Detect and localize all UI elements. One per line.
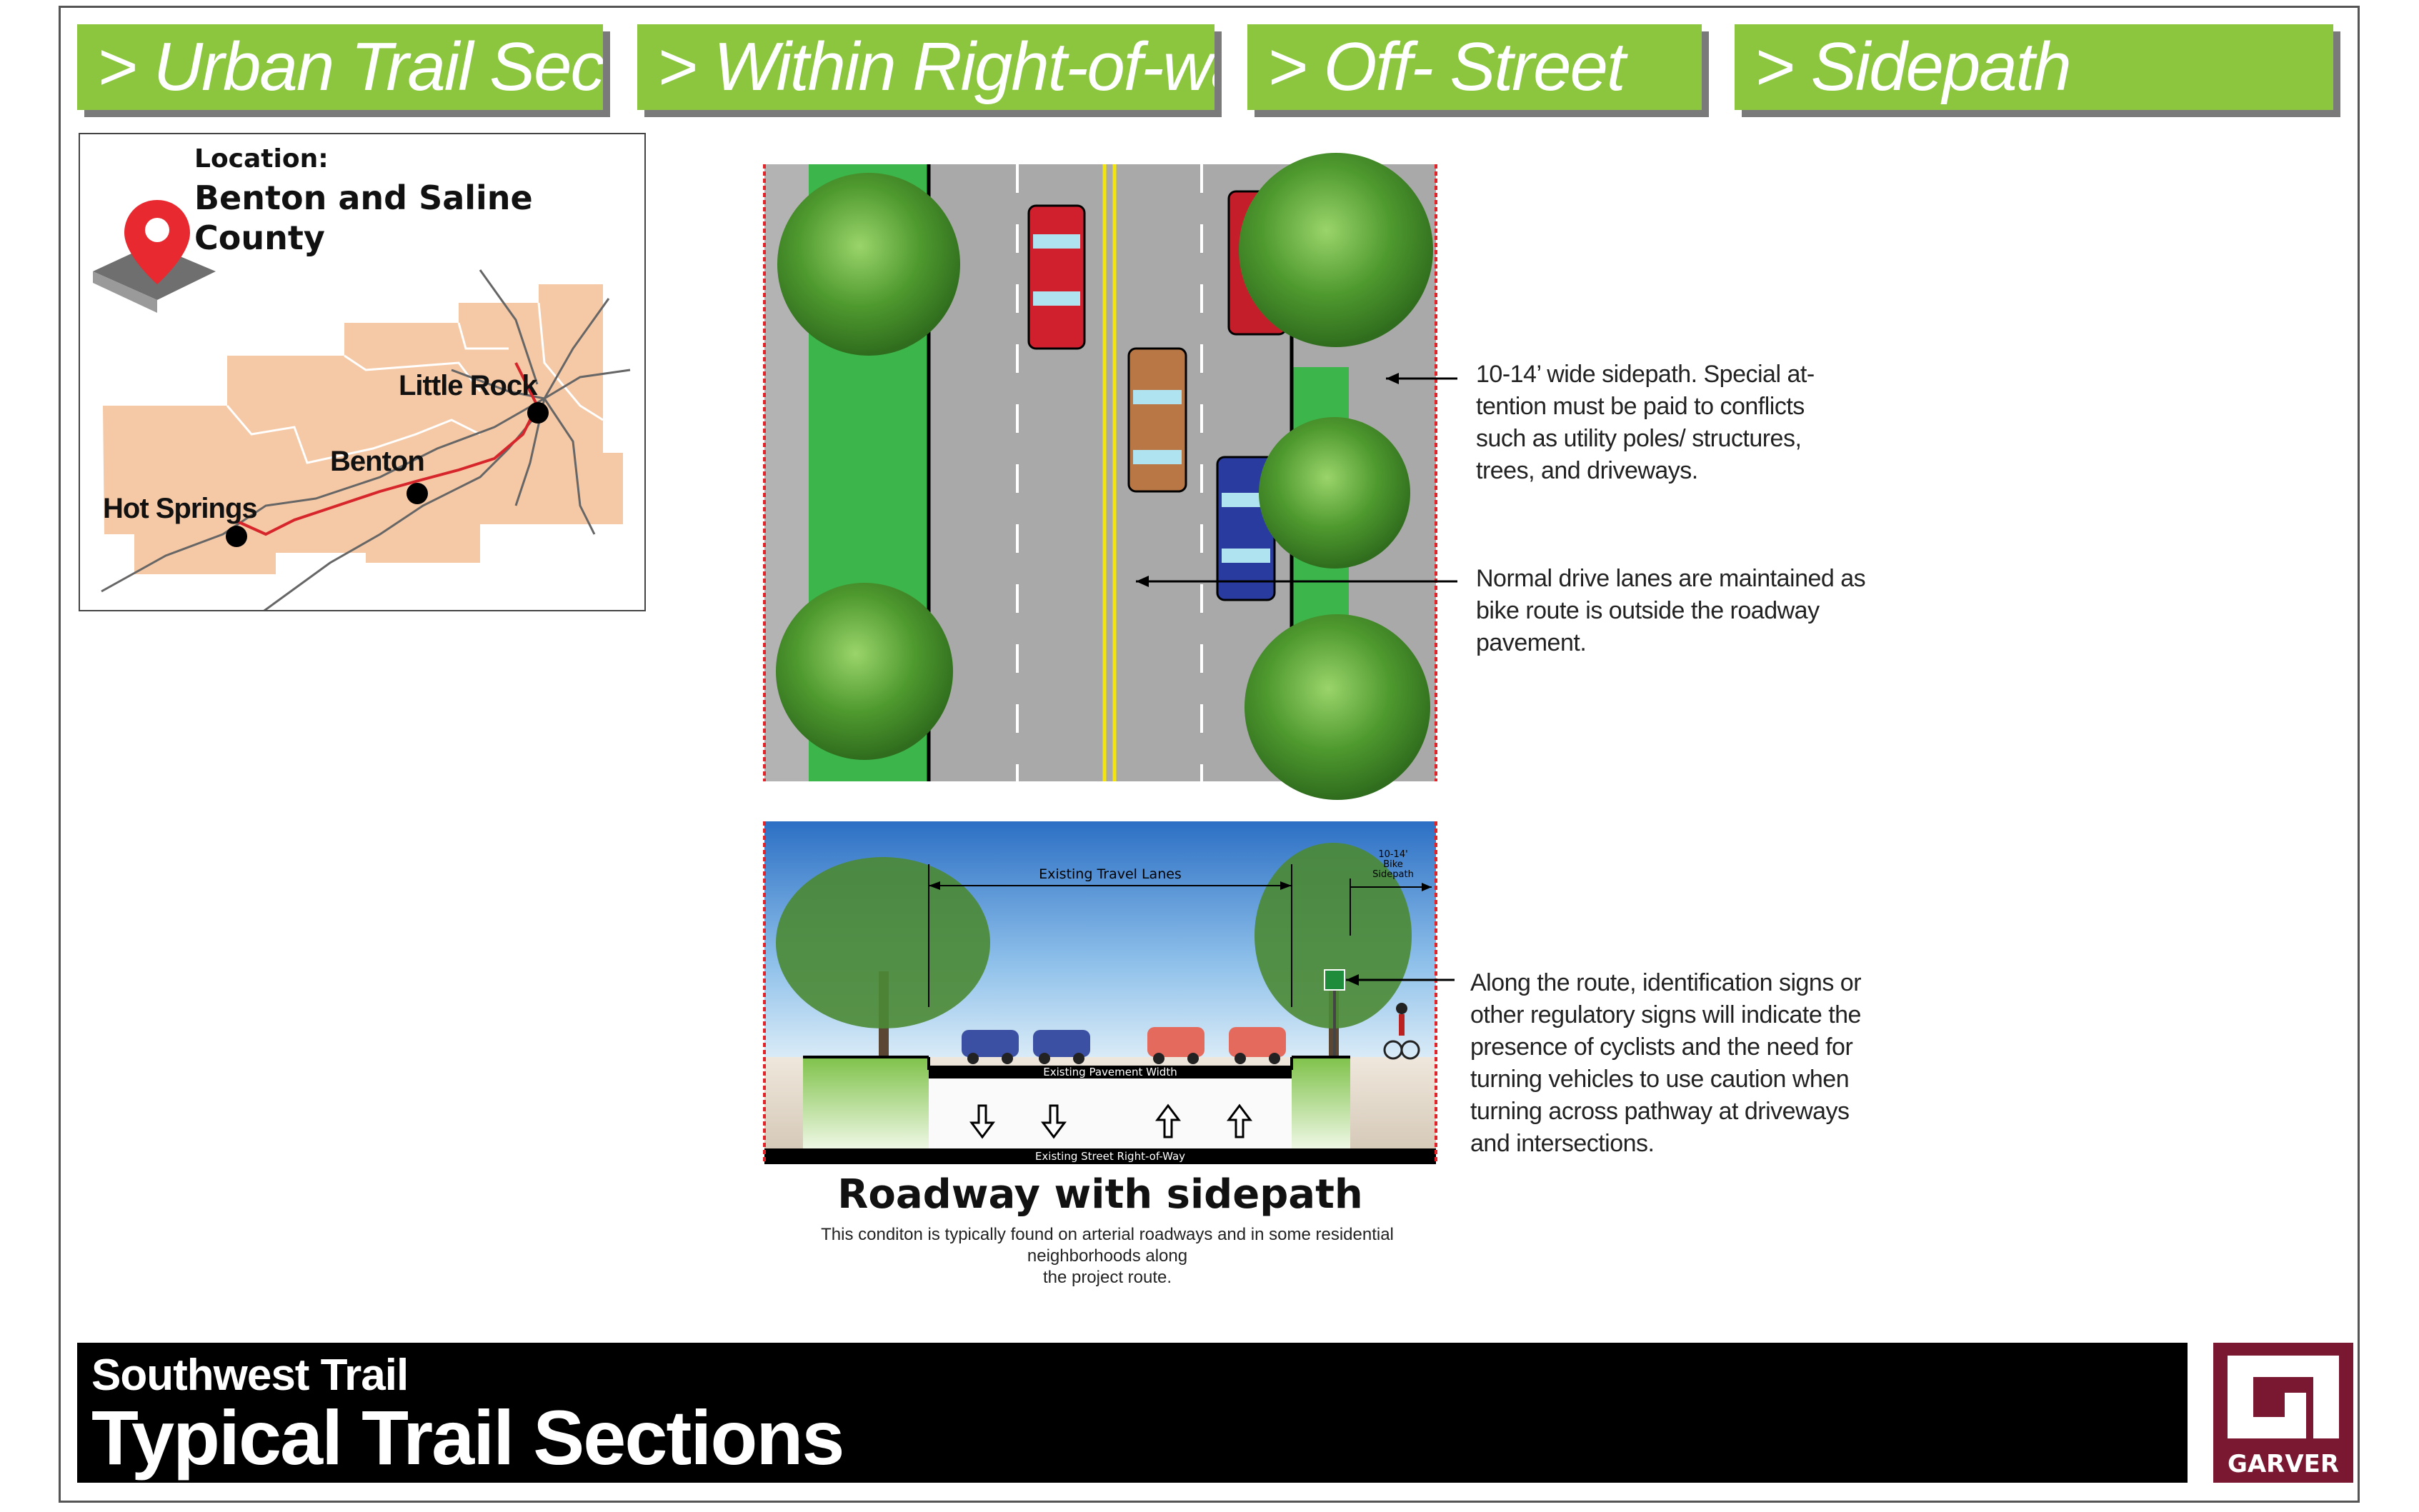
note-line: such as utility poles/ structures, [1476,425,1802,452]
location-label: Location: [194,144,329,174]
garver-logo: GARVER [2213,1343,2353,1483]
arrow-up-icon [1155,1103,1181,1138]
tab-urban-trail-section[interactable]: > Urban Trail Section [77,24,603,110]
note-sidepath: 10-14’ wide sidepath. Special at- tentio… [1476,359,1815,487]
xs-tree-left [776,857,990,1064]
note-line: and intersections. [1470,1130,1655,1157]
bike-route-sign-icon [1324,969,1345,1057]
note-drive-lanes: Normal drive lanes are maintained as bik… [1476,563,1866,659]
plan-view-diagram [763,153,1457,800]
hot-springs-marker [226,526,247,547]
xs-label-sidepath-2: Bike [1383,859,1403,870]
xs-row-bar [764,1148,1436,1164]
xs-berm-left [803,1057,929,1148]
little-rock-marker [527,402,549,424]
callout-arrow-signs [1346,974,1455,986]
xs-label-pavement-width: Existing Pavement Width [1043,1066,1177,1078]
tree-icon [777,173,960,356]
section-title: Roadway with sidepath [837,1171,1363,1218]
xs-car [1033,1030,1090,1064]
car-brown [1127,347,1187,493]
tree-icon [1259,417,1410,569]
tab-within-right-of-way[interactable]: > Within Right-of-way [637,24,1215,110]
note-line: presence of cyclists and the need for [1470,1033,1853,1061]
section-description: This conditon is typically found on arte… [793,1224,1422,1288]
note-line: tention must be paid to conflicts [1476,393,1805,420]
city-hot-springs: Hot Springs [103,493,258,524]
note-line: 10-14’ wide sidepath. Special at- [1476,361,1815,388]
xs-car [962,1030,1019,1064]
tab-sidepath[interactable]: > Sidepath [1735,24,2333,110]
county-shapes [103,284,623,574]
note-line: trees, and driveways. [1476,457,1698,484]
note-line: turning across pathway at driveways [1470,1098,1850,1125]
benton-marker [407,483,428,504]
location-name-line2: County [194,219,325,257]
cross-section-diagram: Existing Pavement Width Existing Street … [763,821,1455,1164]
highway-lines [101,269,631,610]
xs-dim-sidepath [1350,878,1432,936]
note-line: pavement. [1476,629,1587,656]
map-pin-icon [93,200,216,313]
callout-arrow-sidepath [1386,373,1457,384]
callout-arrow-drive-lanes [1136,576,1457,587]
city-benton: Benton [330,446,425,477]
xs-label-sidepath-1: 10-14' [1378,849,1407,860]
xs-car [1147,1027,1204,1064]
footer-banner: Southwest Trail Typical Trail Sections [77,1343,2188,1483]
garver-logo-mark-icon [2228,1356,2339,1438]
xs-label-right-of-way: Existing Street Right-of-Way [1035,1150,1185,1163]
location-map [93,200,631,610]
tree-icon [1245,614,1430,800]
garver-logo-word: GARVER [2227,1450,2340,1478]
note-line: bike route is outside the roadway [1476,597,1820,624]
xs-subgrade [929,1078,1292,1148]
location-map-panel: Location: Benton and Saline County Lit [79,133,646,611]
xs-dim-travel-lanes [928,864,1292,1007]
tree-icon [1239,153,1433,347]
arrow-up-icon [1227,1103,1252,1138]
footer-title: Typical Trail Sections [91,1394,844,1481]
note-line: Along the route, identification signs or [1470,969,1862,996]
trail-route [236,362,539,536]
city-little-rock: Little Rock [399,370,537,401]
section-description-line: This conditon is typically found on arte… [821,1225,1394,1266]
note-signs: Along the route, identification signs or… [1470,967,1862,1160]
cyclist-icon [1383,1003,1420,1060]
car-red [1027,204,1086,350]
tree-icon [776,583,953,760]
arrow-down-icon [969,1104,995,1139]
location-name-line1: Benton and Saline [194,179,533,217]
tab-off-street[interactable]: > Off- Street [1247,24,1702,110]
xs-label-sidepath-3: Sidepath [1372,869,1414,880]
note-line: Normal drive lanes are maintained as [1476,565,1866,592]
xs-car [1229,1027,1286,1064]
xs-pavement-bar [929,1066,1292,1078]
note-line: other regulatory signs will indicate the [1470,1001,1861,1028]
footer-subtitle: Southwest Trail [91,1351,409,1400]
section-description-line: the project route. [1042,1268,1172,1287]
arrow-down-icon [1041,1104,1067,1139]
xs-label-travel-lanes: Existing Travel Lanes [1039,866,1182,882]
note-line: turning vehicles to use caution when [1470,1066,1850,1093]
xs-berm-right [1292,1057,1350,1148]
